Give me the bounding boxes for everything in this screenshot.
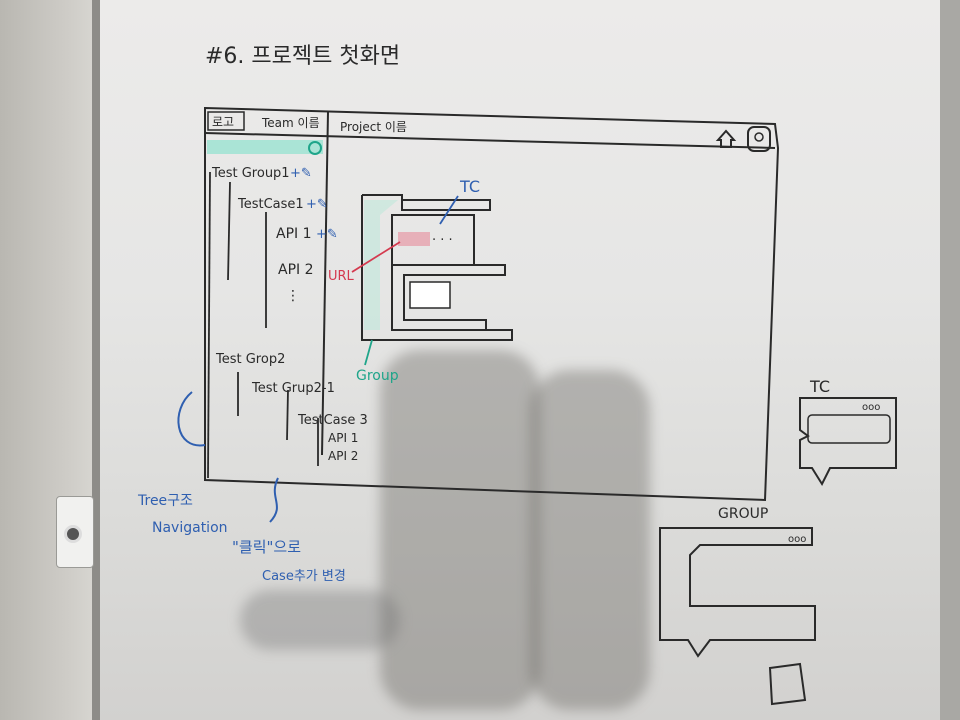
board-frame-left [92, 0, 100, 720]
legend-tc-dots: ooo [862, 402, 880, 413]
legend-group-shape [659, 527, 816, 658]
logo-box [207, 111, 245, 131]
tree-item-test-group-2-1[interactable]: Test Grup2-1 [251, 381, 335, 396]
lock-icon [64, 525, 82, 543]
annotation-arrow [177, 391, 206, 447]
tree-item-actions[interactable]: +✎ [290, 166, 312, 181]
tree-item-testcase-3[interactable]: TestCase 3 [297, 413, 368, 428]
person-reflection [380, 350, 540, 710]
tc-pointer [439, 195, 459, 225]
page-title: #6. 프로젝트 첫화면 [205, 44, 400, 69]
tc-block[interactable]: · · · [391, 214, 506, 331]
legend-group-title: GROUP [718, 506, 768, 522]
logo-label: 로고 [212, 115, 234, 129]
sidebar-divider [321, 111, 329, 456]
person-reflection [530, 370, 650, 710]
tree-item-testcase-1[interactable]: TestCase1 [237, 197, 304, 212]
tree-item-api-1[interactable]: API 1 [328, 431, 358, 445]
note-click: "클릭"으로 [232, 538, 301, 556]
board-frame-right [940, 0, 960, 720]
tree-item-test-group-1[interactable]: Test Group1 [211, 166, 290, 181]
floor-reflection [240, 590, 400, 650]
group-block[interactable] [361, 194, 513, 341]
note-navigation: Navigation [152, 520, 228, 536]
search-icon[interactable] [308, 141, 322, 155]
note-tree-structure: Tree구조 [137, 493, 193, 509]
tree-item-api-1[interactable]: API 1 [276, 226, 312, 242]
svg-text:· · ·: · · · [432, 233, 453, 248]
tree-item-test-group-2[interactable]: Test Grop2 [215, 352, 285, 367]
tree-item-api-2[interactable]: API 2 [328, 449, 358, 463]
tree-item-actions[interactable]: +✎ [316, 227, 338, 242]
legend-tc-shape [799, 397, 897, 487]
user-icon[interactable] [747, 126, 771, 152]
legend-tc-inner [807, 414, 891, 444]
url-pointer [351, 241, 401, 273]
search-input[interactable] [207, 140, 323, 154]
tree-lines [207, 171, 319, 479]
whiteboard [100, 0, 940, 720]
header-bar-divider [204, 132, 776, 149]
annotation-arrow [269, 477, 279, 523]
door-hinge [56, 496, 94, 568]
legend-tc-title: TC [809, 377, 830, 396]
tree-item-api-2[interactable]: API 2 [278, 262, 314, 278]
group-pointer [364, 339, 373, 366]
wireframe-window [204, 106, 780, 502]
url-label: URL [328, 269, 355, 284]
wall [0, 0, 100, 720]
group-label: Group [356, 368, 399, 384]
home-icon[interactable] [715, 129, 737, 148]
project-name: Project 이름 [340, 120, 407, 134]
tree-ellipsis: ⋮ [286, 288, 300, 304]
tc-label: TC [459, 177, 480, 196]
note-add-case: Case추가 변경 [262, 569, 346, 584]
doodle-icon [768, 662, 807, 706]
team-name: Team 이름 [261, 116, 320, 130]
tree-item-actions[interactable]: +✎ [306, 197, 328, 212]
legend-group-dots: ooo [788, 534, 806, 545]
